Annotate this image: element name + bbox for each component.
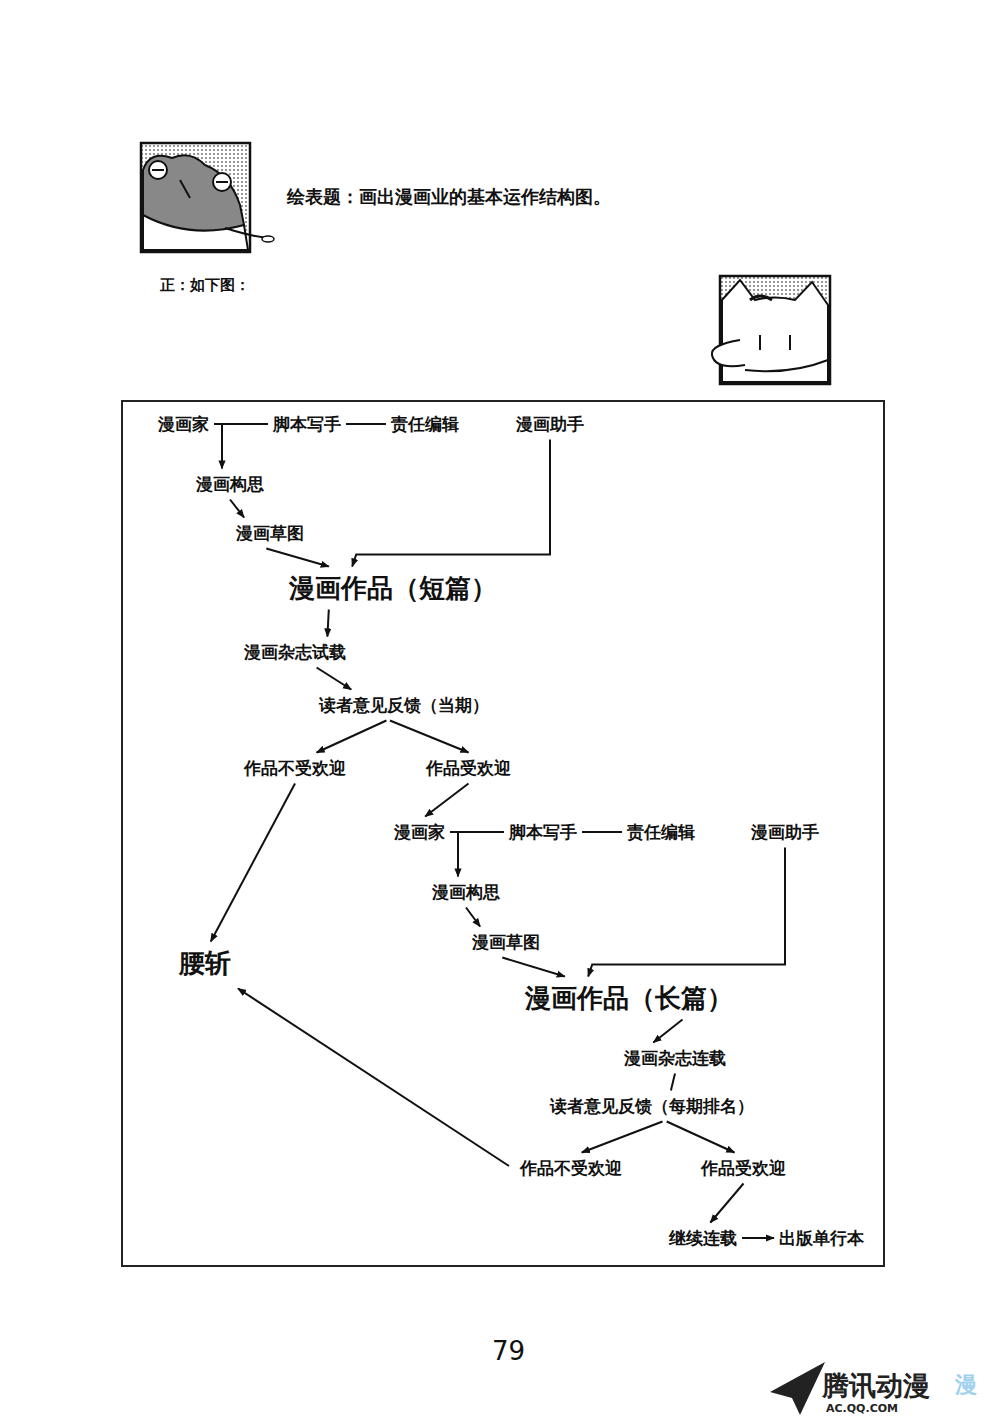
node-text: 漫画助手 <box>751 821 819 844</box>
outcome: 作品不受欢迎 <box>517 1155 625 1182</box>
flow-connector <box>671 1074 675 1091</box>
flow-connector <box>346 423 386 425</box>
person: 漫画助手 <box>748 819 822 846</box>
flow-connector <box>211 784 295 942</box>
flow-connector <box>450 832 458 877</box>
person: 漫画家 <box>391 819 448 846</box>
node-text: 漫画草图 <box>236 522 304 545</box>
person: 脚本写手 <box>506 819 580 846</box>
flow-connector <box>425 784 468 817</box>
person: 脚本写手 <box>270 411 344 438</box>
flow-connector <box>710 1184 743 1223</box>
node-text: 责任编辑 <box>391 413 459 436</box>
node-text: 漫画杂志试载 <box>244 641 346 664</box>
watermark: 漫 <box>955 1370 977 1400</box>
node-text: 漫画家 <box>394 821 445 844</box>
flow-connector <box>742 1237 774 1239</box>
person: 责任编辑 <box>388 411 462 438</box>
watermark: 腾讯动漫 <box>822 1368 930 1404</box>
flow-connector <box>582 831 622 833</box>
flow-connector <box>317 721 387 753</box>
node-text: 脚本写手 <box>273 413 341 436</box>
flow-connector <box>238 989 509 1167</box>
person: 漫画助手 <box>513 411 587 438</box>
process-step: 继续连载 <box>666 1225 740 1252</box>
node-text: 读者意见反馈（当期） <box>319 694 489 717</box>
person: 责任编辑 <box>624 819 698 846</box>
node-text: 漫画构思 <box>196 473 264 496</box>
node-text: 读者意见反馈（每期排名） <box>550 1095 754 1118</box>
node-text: 漫画助手 <box>516 413 584 436</box>
feedback-step: 读者意见反馈（每期排名） <box>547 1093 757 1120</box>
flow-connector <box>667 1122 735 1153</box>
node-text: 作品不受欢迎 <box>520 1157 622 1180</box>
process-step: 漫画构思 <box>429 879 503 906</box>
flow-connector <box>214 424 222 469</box>
cancel-result: 腰斩 <box>176 944 234 983</box>
watermark-plane <box>770 1362 825 1415</box>
node-text: 出版单行本 <box>779 1227 864 1250</box>
flow-connector <box>230 500 244 518</box>
node-text: 漫画杂志连载 <box>624 1047 726 1070</box>
page-number: 79 <box>492 1336 525 1366</box>
work-title: 漫画作品（短篇） <box>286 569 500 608</box>
node-text: 漫画家 <box>158 413 209 436</box>
outcome: 作品不受欢迎 <box>241 755 349 782</box>
outcome: 作品受欢迎 <box>423 755 514 782</box>
cat-icon <box>712 276 830 384</box>
node-text: 漫画草图 <box>472 931 540 954</box>
node-text: 作品受欢迎 <box>701 1157 786 1180</box>
flow-connector <box>466 908 480 927</box>
work-title: 漫画作品（长篇） <box>522 979 736 1018</box>
node-text: 责任编辑 <box>627 821 695 844</box>
frog-icon <box>141 143 274 252</box>
node-text: 继续连载 <box>669 1227 737 1250</box>
node-text: 漫画构思 <box>432 881 500 904</box>
question-title: 绘表题：画出漫画业的基本运作结构图。 <box>287 185 611 209</box>
flow-connector <box>653 1020 682 1043</box>
process-step: 漫画杂志试载 <box>241 639 349 666</box>
process-step: 漫画构思 <box>193 471 267 498</box>
flow-connector <box>588 848 785 977</box>
outcome: 作品受欢迎 <box>698 1155 789 1182</box>
process-step: 漫画草图 <box>233 520 307 547</box>
node-text: 腰斩 <box>179 946 231 981</box>
flow-connector <box>352 440 550 567</box>
flow-connector <box>390 721 469 753</box>
flow-connector <box>582 1122 663 1153</box>
node-text: 漫画作品（短篇） <box>289 571 497 606</box>
process-step: 漫画草图 <box>469 929 543 956</box>
person: 漫画家 <box>155 411 212 438</box>
answer-note: 正：如下图： <box>160 276 250 295</box>
node-text: 漫画作品（长篇） <box>525 981 733 1016</box>
flow-connector <box>502 958 565 977</box>
flow-connector <box>266 549 329 567</box>
node-text: 脚本写手 <box>509 821 577 844</box>
node-text: 作品不受欢迎 <box>244 757 346 780</box>
feedback-step: 读者意见反馈（当期） <box>316 692 492 719</box>
node-text: 作品受欢迎 <box>426 757 511 780</box>
process-step: 出版单行本 <box>776 1225 867 1252</box>
flow-connector <box>327 610 328 637</box>
watermark-url: AC.QQ.COM <box>826 1402 898 1415</box>
diagram-frame <box>122 401 884 1266</box>
flow-connector <box>317 668 352 690</box>
process-step: 漫画杂志连载 <box>621 1045 729 1072</box>
